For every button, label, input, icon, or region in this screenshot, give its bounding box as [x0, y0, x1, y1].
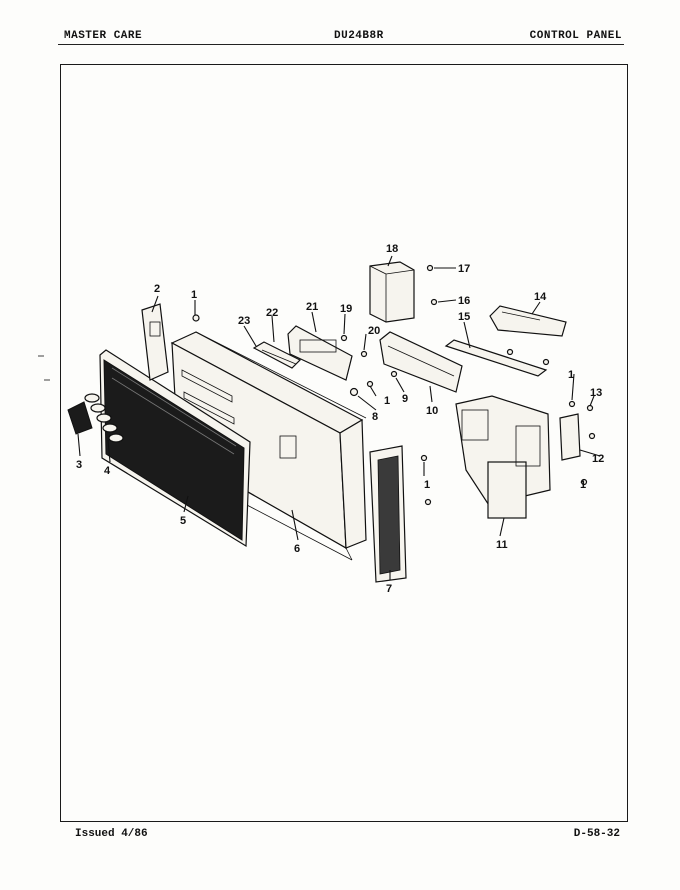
callout-21: 21 [306, 301, 318, 313]
screws [192, 264, 596, 506]
callout-5: 5 [180, 515, 186, 527]
header-section: CONTROL PANEL [529, 30, 622, 42]
switch-housing [489, 305, 567, 337]
callout-22: 22 [266, 307, 278, 319]
long-bracket [379, 331, 463, 393]
callout-15: 15 [458, 311, 470, 323]
rail [444, 339, 548, 377]
callout-2: 2 [154, 283, 160, 295]
callout-9: 9 [402, 393, 408, 405]
header-brand: MASTER CARE [64, 30, 143, 42]
callout-23: 23 [238, 315, 250, 327]
end-bracket-left [141, 303, 169, 381]
callout-13: 13 [590, 387, 602, 399]
callout-6: 6 [294, 543, 300, 555]
circuit-board [287, 325, 353, 381]
control-panel-housing [170, 331, 367, 561]
callout-1-e: 1 [580, 479, 586, 491]
callout-1-a: 1 [191, 289, 197, 301]
callout-19: 19 [340, 303, 352, 315]
callout-1-d: 1 [568, 369, 574, 381]
callout-8: 8 [372, 411, 378, 423]
timer-assembly [455, 395, 551, 519]
footer-page-code: D-58-32 [573, 828, 620, 840]
callout-20: 20 [368, 325, 380, 337]
callout-14: 14 [534, 291, 547, 303]
callout-3: 3 [76, 459, 82, 471]
side-plate [559, 413, 581, 461]
knob-cluster [67, 401, 93, 435]
callout-12: 12 [592, 453, 604, 465]
callout-17: 17 [458, 263, 470, 275]
callout-1-b: 1 [384, 395, 390, 407]
leader-lines [77, 255, 601, 580]
front-panel [99, 349, 251, 548]
header-rule [58, 44, 624, 45]
callout-4: 4 [104, 465, 111, 477]
header-model: DU24B8R [334, 30, 384, 42]
terminal-block [252, 341, 302, 369]
footer-issued: Issued 4/86 [75, 828, 148, 840]
callout-16: 16 [458, 295, 470, 307]
callout-7: 7 [386, 583, 392, 595]
callout-10: 10 [426, 405, 438, 417]
vented-end-cap [369, 445, 407, 583]
callout-18: 18 [386, 243, 398, 255]
callout-1-c: 1 [424, 479, 430, 491]
callout-11: 11 [496, 539, 508, 551]
cover-box [369, 261, 415, 323]
diagram-frame [60, 64, 628, 822]
callout-labels: 1 1 1 1 1 2 3 4 5 6 7 8 9 10 11 12 13 14… [76, 243, 604, 595]
push-buttons [84, 393, 124, 443]
